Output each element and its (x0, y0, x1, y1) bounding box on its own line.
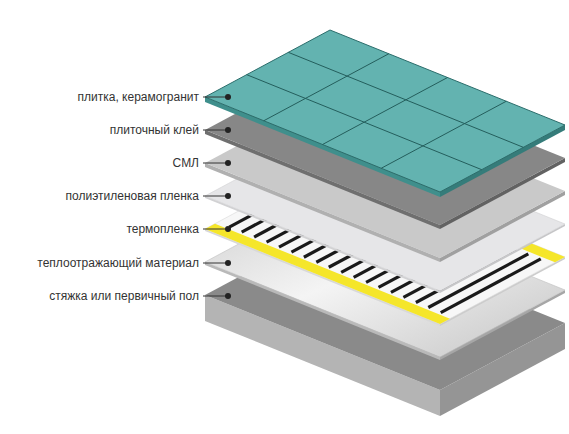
layer-label: термопленка (126, 222, 199, 236)
layer-label: плитка, керамогранит (78, 90, 199, 104)
layer-label: плиточный клей (110, 123, 199, 137)
layer-label: стяжка или первичный пол (49, 289, 199, 303)
layer-label: полиэтиленовая пленка (66, 189, 199, 203)
leader-dots (225, 94, 231, 299)
tile-layer (205, 30, 565, 197)
layer-label: СМЛ (173, 156, 199, 170)
layer-label: теплоотражающий материал (37, 256, 199, 270)
leader-lines (203, 97, 228, 296)
